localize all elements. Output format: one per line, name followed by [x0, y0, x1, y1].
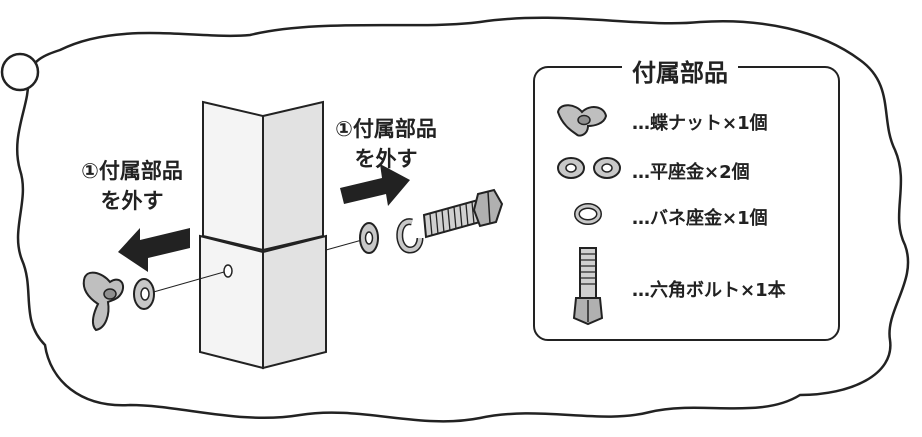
spring-washer-icon [396, 218, 424, 254]
legend-item-wing-nut: …蝶ナット×1個 [632, 113, 768, 134]
flat-washer-icon [359, 222, 379, 254]
legend-item-spring-washer: …バネ座金×1個 [632, 208, 768, 229]
legend-item-hex-bolt: …六角ボルト×1本 [632, 280, 786, 301]
flat-washer-icon [557, 157, 621, 179]
spring-washer-icon [574, 203, 602, 225]
flat-washer-icon [133, 278, 155, 310]
hex-bolt-icon [572, 247, 604, 326]
wing-nut-icon [82, 271, 124, 332]
wing-nut-icon [556, 104, 608, 137]
post [199, 100, 327, 370]
bolt-hole [223, 264, 233, 278]
remove-arrow-right [340, 164, 410, 206]
small-thought-bubble [0, 52, 40, 92]
assembly-line-right [325, 239, 363, 251]
right-instruction: ①付属部品 を外す [316, 114, 456, 174]
remove-arrow-left [118, 228, 190, 272]
hex-bolt-icon [422, 188, 504, 239]
assembly-line-left [149, 271, 225, 294]
left-instruction-line2: を外す [100, 189, 164, 213]
left-instruction-line1: ①付属部品 [81, 159, 183, 183]
legend-item-flat-washer: …平座金×2個 [632, 162, 750, 183]
left-instruction: ①付属部品 を外す [62, 156, 202, 216]
right-instruction-line2: を外す [354, 147, 418, 171]
right-instruction-line1: ①付属部品 [335, 117, 437, 141]
legend-title: 付属部品 [622, 53, 738, 88]
